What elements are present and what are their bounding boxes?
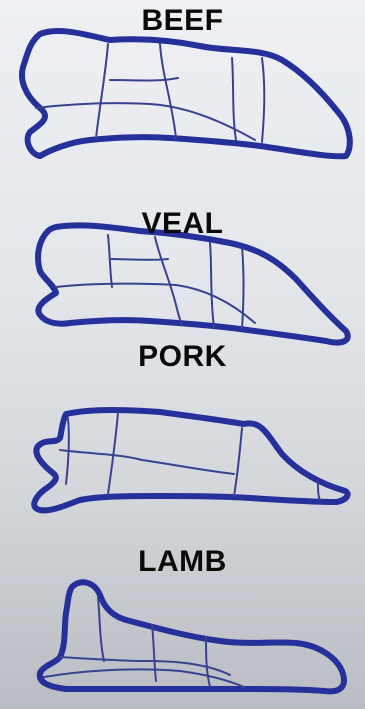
pork-cut-line-2 — [108, 412, 118, 494]
pork-cut-line-5 — [318, 482, 320, 500]
veal-cut-line-4 — [242, 247, 244, 329]
veal-outline-figure — [0, 175, 365, 350]
veal-label: VEAL — [0, 209, 365, 239]
beef-outline — [22, 31, 350, 156]
beef-cut-line-2 — [160, 44, 176, 138]
lamb-cut-line-3 — [206, 637, 210, 687]
pork-cut-line-4 — [60, 450, 234, 474]
pork-outline — [34, 410, 347, 510]
lamb-panel: LAMB — [0, 525, 365, 709]
lamb-outline — [40, 582, 344, 691]
beef-label: BEEF — [0, 6, 365, 36]
veal-cut-line-5 — [56, 284, 255, 323]
pork-outline-figure — [0, 350, 365, 525]
veal-cut-line-3 — [210, 243, 214, 327]
veal-cut-line-6 — [110, 259, 168, 260]
pork-label: PORK — [0, 342, 365, 372]
lamb-cut-line-5 — [44, 669, 244, 687]
veal-cut-line-2 — [155, 237, 182, 325]
veal-panel: VEAL — [0, 175, 365, 350]
beef-cut-line-4 — [262, 58, 264, 142]
veal-cut-line-1 — [108, 235, 112, 287]
beef-cut-line-1 — [96, 44, 108, 138]
pork-panel: PORK — [0, 350, 365, 525]
lamb-cut-line-2 — [152, 625, 156, 681]
beef-cut-line-6 — [110, 78, 178, 81]
pork-cut-line-3 — [234, 428, 242, 496]
beef-panel: BEEF — [0, 0, 365, 175]
lamb-label: LAMB — [0, 547, 365, 577]
